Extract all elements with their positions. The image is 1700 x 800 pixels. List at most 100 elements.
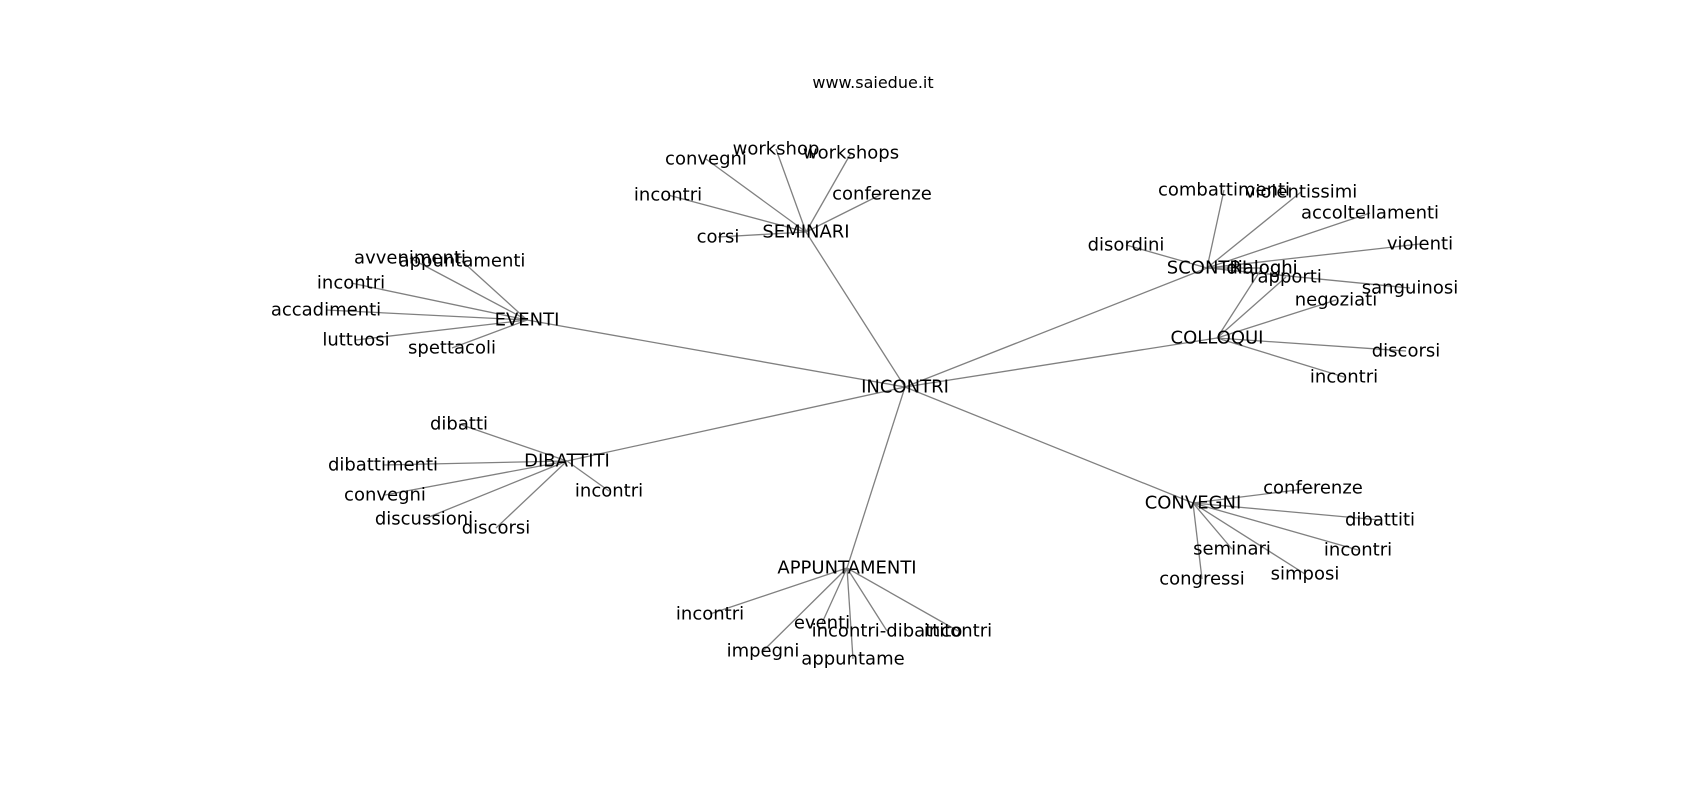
leaf-node-convegni-congressi: congressi — [1159, 569, 1245, 590]
leaf-node-colloqui-discorsi: discorsi — [1372, 341, 1441, 362]
edge-colloqui-incontri — [1216, 337, 1345, 378]
leaf-node-scontri-combattimenti: combattimenti — [1158, 180, 1290, 201]
leaf-node-seminari-incontri: incontri — [634, 185, 702, 206]
edge-center-scontri — [904, 267, 1208, 388]
leaf-node-eventi-spettacoli: spettacoli — [408, 338, 496, 359]
edge-center-colloqui — [904, 337, 1218, 388]
edge-eventi-luttuosi — [355, 319, 528, 341]
edge-eventi-incontri — [350, 282, 528, 321]
edge-dibattiti-incontri — [566, 460, 610, 492]
edge-convegni-incontri — [1192, 502, 1359, 551]
edge-convegni-seminari — [1192, 502, 1233, 550]
edge-colloqui-negoziati — [1216, 299, 1337, 339]
edge-seminari-corsi — [717, 231, 807, 238]
leaf-node-colloqui-incontri: incontri — [1310, 367, 1378, 388]
leaf-node-convegni-incontri: incontri — [1324, 540, 1392, 561]
site-title: www.saiedue.it — [812, 73, 933, 92]
leaf-node-eventi-avvenimenti: avvenimenti — [354, 248, 466, 269]
edge-appuntamenti-incontri — [846, 567, 959, 632]
edge-appuntamenti-eventi — [821, 567, 848, 624]
leaf-node-convegni-conferenze: conferenze — [1263, 478, 1363, 499]
edge-dibattiti-discussioni — [423, 460, 568, 520]
edge-scontri-violenti — [1206, 243, 1421, 269]
edge-seminari-workshop — [775, 148, 807, 233]
leaf-node-scontri-sanguinosi: sanguinosi — [1362, 278, 1458, 299]
leaf-node-dibattiti-incontri: incontri — [575, 481, 643, 502]
labels-layer: INCONTRISEMINARIconvegniworkshopworkshop… — [271, 139, 1458, 670]
edge-appuntamenti-appuntame — [846, 567, 854, 660]
edge-convegni-dibattiti — [1192, 502, 1381, 521]
leaf-node-dibattiti-convegni: convegni — [344, 485, 426, 506]
edge-scontri-accoltellamenti — [1206, 212, 1371, 269]
edge-center-convegni — [904, 386, 1194, 504]
edge-colloqui-rapporti — [1216, 276, 1287, 339]
leaf-node-eventi-incontri: incontri — [317, 273, 385, 294]
hub-node-scontri: SCONTRI — [1167, 258, 1247, 279]
edge-scontri-disordini — [1125, 244, 1208, 269]
leaf-node-scontri-disordini: disordini — [1088, 235, 1165, 256]
edge-seminari-convegni — [705, 158, 807, 233]
edge-eventi-avvenimenti — [409, 257, 528, 321]
edge-center-seminari — [805, 231, 906, 388]
leaf-node-appuntamenti-impegni: impegni — [727, 641, 800, 662]
leaf-node-scontri-accoltellamenti: accoltellamenti — [1301, 203, 1439, 224]
leaf-node-colloqui-negoziati: negoziati — [1295, 290, 1377, 311]
leaf-node-appuntamenti-incontri: incontri — [676, 604, 744, 625]
edge-scontri-combattimenti — [1206, 189, 1225, 269]
leaf-node-scontri-violentissimi: violentissimi — [1245, 182, 1358, 203]
edge-eventi-accadimenti — [325, 309, 528, 321]
leaf-node-dibattiti-discorsi: discorsi — [462, 518, 531, 539]
leaf-node-dibattiti-dibatti: dibatti — [430, 414, 488, 435]
edge-appuntamenti-incontri-dibattito — [846, 567, 888, 632]
edge-dibattiti-dibatti — [458, 423, 568, 462]
edge-appuntamenti-impegni — [762, 567, 848, 652]
edge-colloqui-dialoghi — [1216, 267, 1263, 339]
leaf-node-seminari-convegni: convegni — [665, 149, 747, 170]
leaf-node-appuntamenti-incontri-dibattito: incontri-dibattito — [812, 621, 963, 642]
leaf-node-appuntamenti-incontri: incontri — [924, 621, 992, 642]
leaf-node-scontri-dialoghi: dialoghi — [1226, 258, 1297, 279]
leaf-node-dibattiti-discussioni: discussioni — [375, 509, 473, 530]
edge-colloqui-discorsi — [1216, 337, 1407, 352]
edge-seminari-incontri — [667, 194, 807, 233]
edge-seminari-conferenze — [805, 193, 883, 233]
leaf-node-eventi-appuntamenti: appuntamenti — [399, 251, 526, 272]
edge-convegni-congressi — [1192, 502, 1203, 580]
hub-node-appuntamenti: APPUNTAMENTI — [777, 558, 916, 579]
leaf-node-convegni-dibattiti: dibattiti — [1345, 510, 1415, 531]
leaf-node-dibattiti-dibattimenti: dibattimenti — [328, 455, 438, 476]
edge-center-dibattiti — [566, 386, 906, 462]
edge-dibattiti-discorsi — [495, 460, 568, 529]
edge-seminari-workshops — [805, 152, 852, 233]
leaf-node-seminari-corsi: corsi — [697, 227, 740, 248]
leaf-node-seminari-workshops: workshops — [803, 143, 899, 164]
leaf-node-eventi-luttuosi: luttuosi — [322, 330, 389, 351]
edge-center-eventi — [526, 319, 906, 388]
edge-convegni-simposi — [1192, 502, 1306, 575]
edge-eventi-spettacoli — [451, 319, 528, 349]
leaf-node-convegni-seminari: seminari — [1193, 539, 1271, 560]
hub-node-eventi: EVENTI — [495, 310, 560, 331]
leaf-node-seminari-conferenze: conferenze — [832, 184, 932, 205]
edge-center-appuntamenti — [846, 386, 906, 569]
leaf-node-appuntamenti-appuntame: appuntame — [801, 649, 904, 670]
leaf-node-convegni-simposi: simposi — [1271, 564, 1340, 585]
hub-node-seminari: SEMINARI — [762, 222, 849, 243]
leaf-node-scontri-violenti: violenti — [1387, 234, 1453, 255]
leaf-node-eventi-accadimenti: accadimenti — [271, 300, 381, 321]
edges-layer — [325, 148, 1421, 660]
leaf-node-seminari-workshop: workshop — [733, 139, 820, 160]
edge-scontri-violentissimi — [1206, 191, 1302, 269]
leaf-node-colloqui-dialoghi: dialoghi — [1226, 258, 1297, 279]
edge-dibattiti-convegni — [384, 460, 568, 496]
edge-eventi-appuntamenti — [461, 260, 528, 321]
hub-node-dibattiti: DIBATTITI — [524, 451, 610, 472]
hub-node-colloqui: COLLOQUI — [1171, 328, 1264, 349]
leaf-node-appuntamenti-eventi: eventi — [794, 613, 850, 634]
center-node-label: INCONTRI — [861, 377, 949, 398]
edge-convegni-conferenze — [1192, 487, 1314, 504]
hub-node-convegni: CONVEGNI — [1145, 493, 1242, 514]
edge-appuntamenti-incontri — [709, 567, 848, 615]
edge-scontri-sanguinosi — [1206, 267, 1411, 289]
